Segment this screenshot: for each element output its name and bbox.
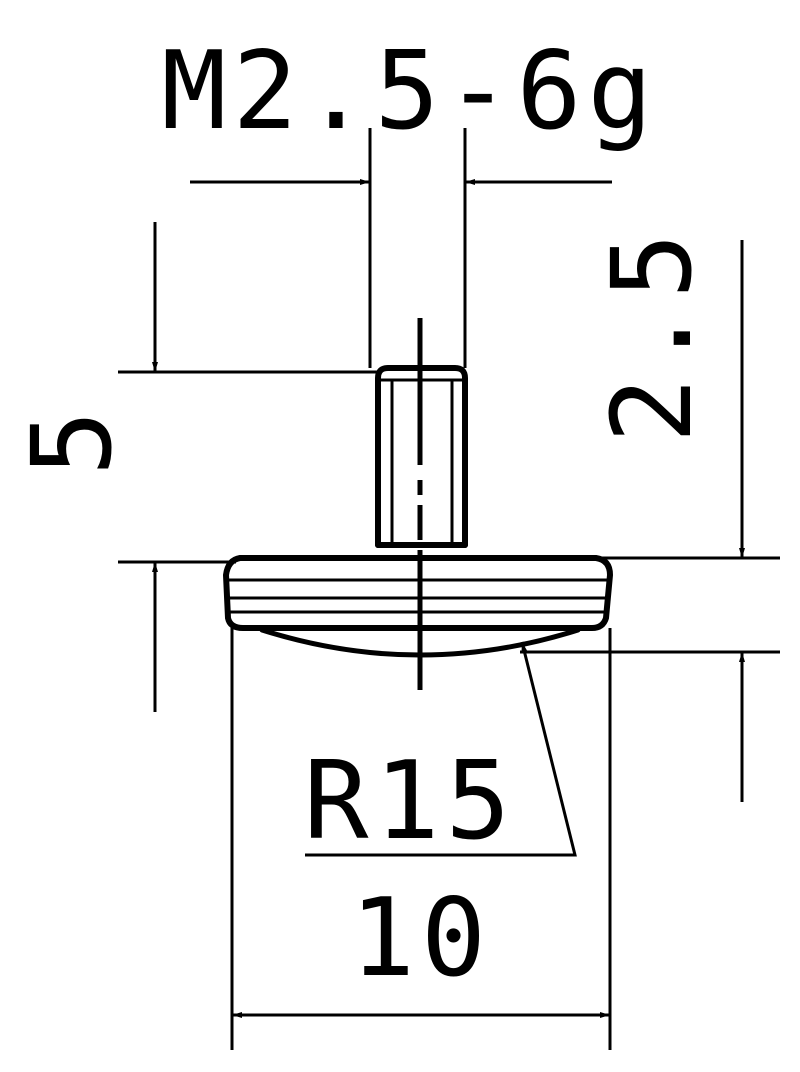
radius-label: R15	[303, 739, 516, 864]
dimension-lines	[118, 128, 780, 1050]
flange	[223, 555, 613, 631]
thread-label: M2.5-6g	[161, 29, 658, 154]
depth-label: 2.5	[588, 227, 716, 444]
radius-leader	[305, 641, 577, 857]
height-label: 5	[8, 404, 136, 476]
diameter-label: 10	[350, 876, 492, 1001]
